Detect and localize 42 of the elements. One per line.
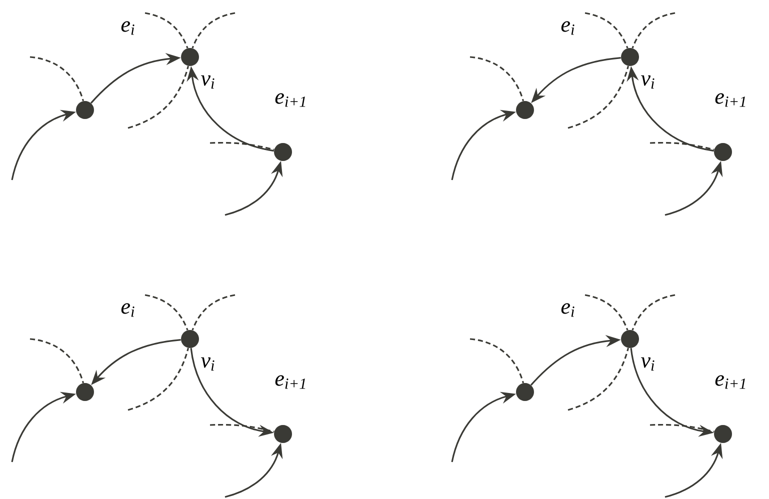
vertex-dot	[181, 48, 199, 66]
vertex-dot	[274, 143, 292, 161]
dashed-line	[650, 424, 714, 432]
dashed-line	[568, 66, 629, 129]
dashed-line	[192, 294, 236, 330]
dashed-line	[584, 12, 628, 48]
vertex-label: v$_{i}$	[200, 356, 216, 372]
dashed-line	[30, 338, 84, 384]
dashed-line	[632, 294, 676, 330]
dashed-line	[128, 348, 189, 411]
dashed-line	[650, 142, 714, 150]
edge-label: e$_{i+1}$	[714, 374, 748, 390]
dashed-line	[210, 142, 274, 150]
dashed-line	[470, 338, 524, 384]
vertex-label: v$_{i}$	[200, 74, 216, 90]
dashed-line	[192, 12, 236, 48]
dashed-line	[210, 424, 274, 432]
edge-label: e$_{i+1}$	[714, 92, 748, 108]
vertex-dot	[621, 330, 639, 348]
vertex-label: v$_{i}$	[640, 356, 656, 372]
vertex-dot	[714, 143, 732, 161]
dashed-line	[144, 12, 188, 48]
dashed-line	[584, 294, 628, 330]
dashed-line	[470, 56, 524, 102]
dashed-line	[632, 12, 676, 48]
edge-label: e$_{i}$	[120, 302, 136, 318]
vertex-dot	[516, 101, 534, 119]
vertex-label: v$_{i}$	[640, 74, 656, 90]
dashed-line	[144, 294, 188, 330]
vertex-dot	[76, 383, 94, 401]
vertex-dot	[76, 101, 94, 119]
vertex-dot	[516, 383, 534, 401]
vertex-dot	[621, 48, 639, 66]
edge-label: e$_{i}$	[120, 20, 136, 36]
edge-label: e$_{i+1}$	[274, 374, 308, 390]
edge-label: e$_{i}$	[560, 302, 576, 318]
dashed-line	[30, 56, 84, 102]
dashed-line	[128, 66, 189, 129]
edge-label: e$_{i+1}$	[274, 92, 308, 108]
edge-label: e$_{i}$	[560, 20, 576, 36]
vertex-dot	[181, 330, 199, 348]
dashed-line	[568, 348, 629, 411]
